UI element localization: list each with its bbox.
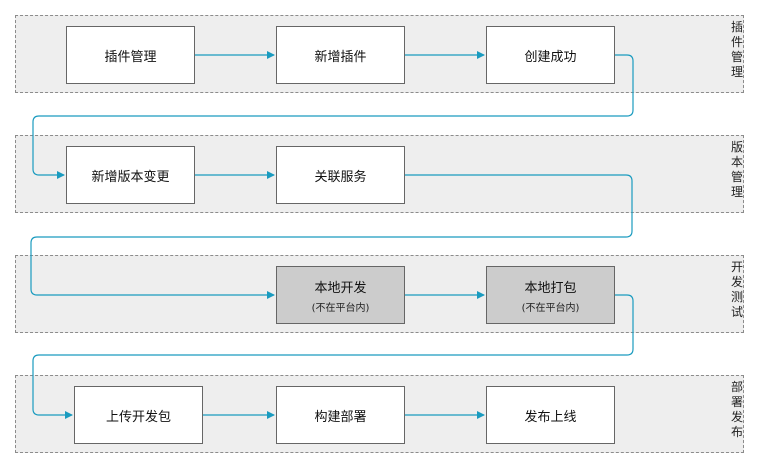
node-publish-online[interactable]: 发布上线 xyxy=(486,386,615,444)
node-label: 本地打包 xyxy=(524,280,577,296)
node-add-version-change[interactable]: 新增版本变更 xyxy=(66,146,195,204)
node-label: 构建部署 xyxy=(314,409,367,425)
node-label: 发布上线 xyxy=(524,409,577,425)
stage-label-version-management: 版本管理 xyxy=(730,140,743,199)
node-label: 关联服务 xyxy=(314,169,367,185)
stage-label-plugin-management: 插件管理 xyxy=(730,20,743,79)
node-sublabel: (不在平台内) xyxy=(311,302,370,314)
connector-7 xyxy=(32,294,634,419)
stage-label-deploy-release: 部署发布 xyxy=(730,380,743,439)
node-label: 插件管理 xyxy=(104,49,157,65)
node-build-deploy[interactable]: 构建部署 xyxy=(276,386,405,444)
node-label: 本地开发 xyxy=(314,280,367,296)
node-label: 创建成功 xyxy=(524,49,577,65)
stage-label-dev-test: 开发测试 xyxy=(730,260,743,319)
connector-3 xyxy=(32,54,634,179)
node-plugin-management[interactable]: 插件管理 xyxy=(66,26,195,84)
connector-5 xyxy=(30,174,633,299)
node-local-development[interactable]: 本地开发 (不在平台内) xyxy=(276,266,405,324)
node-add-plugin[interactable]: 新增插件 xyxy=(276,26,405,84)
node-sublabel: (不在平台内) xyxy=(521,302,580,314)
node-link-service[interactable]: 关联服务 xyxy=(276,146,405,204)
node-label: 上传开发包 xyxy=(105,409,171,425)
node-create-success[interactable]: 创建成功 xyxy=(486,26,615,84)
node-label: 新增插件 xyxy=(314,49,367,65)
node-upload-package[interactable]: 上传开发包 xyxy=(74,386,203,444)
node-label: 新增版本变更 xyxy=(91,169,170,185)
node-local-packaging[interactable]: 本地打包 (不在平台内) xyxy=(486,266,615,324)
